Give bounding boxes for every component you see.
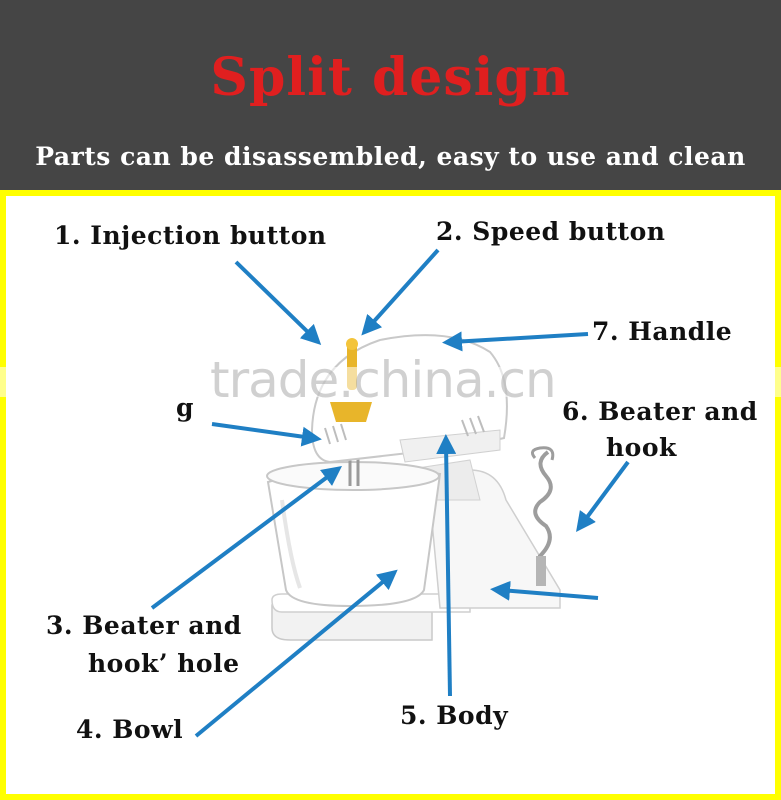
label-handle: 7. Handle [592,317,733,346]
mixer-head [310,334,508,464]
label-fragment: g [176,393,194,422]
page-subtitle: Parts can be disassembled, easy to use a… [35,142,746,171]
page-title: Split design [210,47,571,108]
spare-beater-hook [530,446,555,586]
label-beater-hook-line1: 6. Beater and [562,397,758,426]
label-speed-button: 2. Speed button [436,217,666,246]
label-beater-hook-line2: hook [606,433,677,462]
mixer-bowl [266,461,442,608]
label-injection-button: 1. Injection button [54,221,327,250]
label-beater-hook-hole-line2: hook’ hole [88,649,240,678]
label-body: 5. Body [400,701,509,730]
diagram-panel [0,190,781,800]
label-beater-hook-hole-line1: 3. Beater and [46,611,242,640]
label-bowl: 4. Bowl [76,715,184,744]
callout-arrows [150,248,630,738]
watermark: trade.china.cn [210,351,557,409]
header-banner: Split design Parts can be disassembled, … [0,0,781,190]
